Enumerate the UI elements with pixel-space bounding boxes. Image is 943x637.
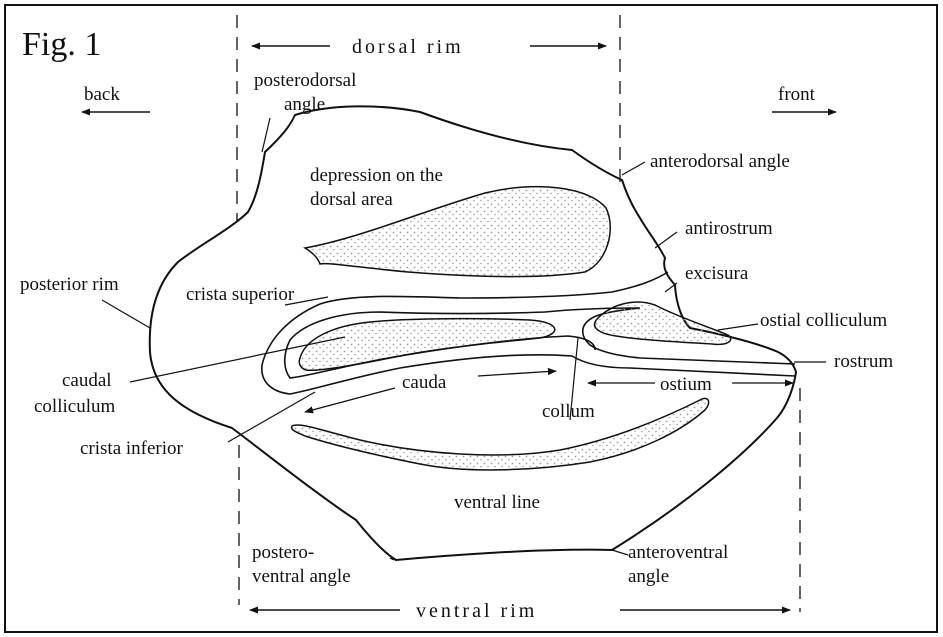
ostial-colliculum-label: ostial colliculum [760, 310, 887, 331]
anterodorsal-angle-label: anterodorsal angle [650, 151, 790, 172]
depression-label-1: depression on the [310, 165, 443, 186]
ventral-groove [292, 398, 709, 470]
direction-back-label: back [84, 84, 120, 105]
ostial-colliculum-shape [595, 302, 731, 344]
depression-label-2: dorsal area [310, 189, 393, 210]
caudal-colliculum-label-1: caudal [62, 370, 112, 391]
rostrum-label: rostrum [834, 351, 893, 372]
caudal-colliculum-label-2: colliculum [34, 396, 115, 417]
posteroventral-angle-label-1: postero- [252, 542, 314, 563]
ventral-line-label: ventral line [454, 492, 540, 513]
ventral-rim-label: ventral rim [416, 600, 537, 622]
cauda-arrow-right [478, 371, 556, 376]
anteroventral-angle-label-2: angle [628, 566, 669, 587]
anteroventral-angle-label-1: anteroventral [628, 542, 728, 563]
caudal-colliculum [299, 319, 555, 371]
posterodorsal-angle-label-1: posterodorsal [254, 70, 356, 91]
antirostrum-label: antirostrum [685, 218, 773, 239]
figure-title: Fig. 1 [22, 26, 101, 63]
dorsal-rim-label: dorsal rim [352, 36, 464, 58]
crista-inferior-label: crista inferior [80, 438, 184, 459]
posterodorsal-angle-label-2: angle [284, 94, 325, 115]
posteroventral-angle-label-2: ventral angle [252, 566, 351, 587]
excisura-label: excisura [685, 263, 749, 284]
cauda-arrow-left [305, 388, 395, 412]
direction-front-label: front [778, 84, 816, 105]
posterior-rim-label: posterior rim [20, 274, 119, 295]
collum-label: collum [542, 401, 595, 422]
crista-superior-label: crista superior [186, 284, 295, 305]
ostium-label: ostium [660, 374, 712, 395]
cauda-label: cauda [402, 372, 447, 393]
